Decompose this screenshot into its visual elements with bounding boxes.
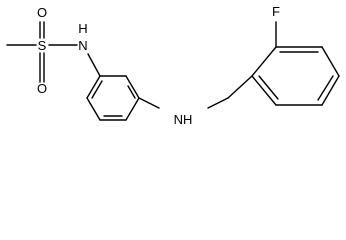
ring2-bond-1 [251, 46, 277, 77]
ring2-double-2 [317, 75, 334, 101]
atom-oxygen-top: O [37, 5, 47, 20]
ring1-bond-2 [125, 75, 140, 99]
ring2-bond-3 [321, 46, 340, 77]
ring1-double-1 [127, 85, 136, 99]
atom-oxygen-bottom: O [37, 81, 47, 96]
bond-nitrogen-ring [87, 53, 101, 77]
ring2-bond-6 [251, 75, 277, 106]
bond-ring-amine [138, 97, 160, 109]
ring1-bond-6 [86, 75, 101, 99]
atom-hydrogen-sulfonamide: H [78, 21, 87, 36]
atom-fluorine: F [272, 4, 280, 19]
atom-amine-nh: NH [174, 112, 193, 127]
ring1-double-3 [91, 80, 103, 99]
ring2-double-3 [258, 75, 279, 100]
atom-sulfur: S [38, 38, 47, 53]
bond-methylene-ring [227, 75, 253, 99]
atom-labels: O S O H N NH F [37, 4, 280, 127]
bonds [6, 21, 340, 121]
atom-nitrogen-sulfonamide: N [78, 38, 87, 53]
ring2-bond-4 [321, 75, 340, 106]
ring1-bond-5 [86, 97, 101, 121]
molecular-structure: O S O H N NH F [6, 4, 340, 127]
bond-amine-methylene [207, 97, 229, 109]
ring1-bond-3 [125, 97, 140, 121]
